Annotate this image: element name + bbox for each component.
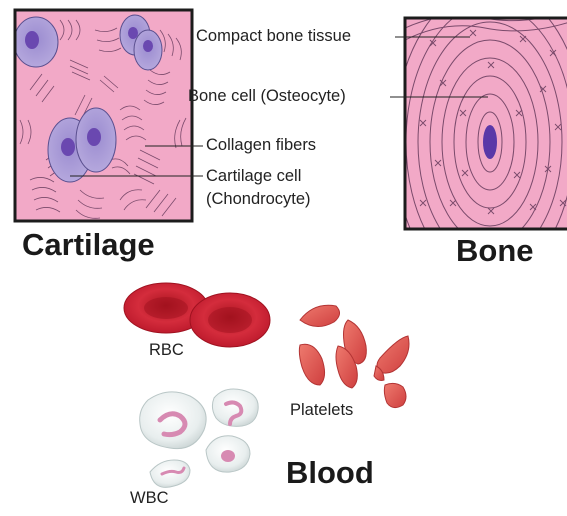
chondrocyte-label-line2: (Chondrocyte) <box>206 190 311 209</box>
platelet <box>299 344 324 385</box>
chondrocyte-nucleus <box>25 31 39 49</box>
platelet <box>377 336 409 373</box>
platelet <box>384 383 406 407</box>
cartilage-title: Cartilage <box>22 228 155 262</box>
blood-title: Blood <box>286 456 374 490</box>
chondrocyte-nucleus <box>87 128 101 146</box>
chondrocyte-label-line1: Cartilage cell <box>206 167 301 186</box>
cartilage-panel <box>14 10 192 221</box>
collagen-label: Collagen fibers <box>206 136 316 155</box>
osteocyte-label: Bone cell (Osteocyte) <box>188 87 346 106</box>
wbc-label: WBC <box>130 489 169 508</box>
chondrocyte-nucleus <box>143 40 153 52</box>
platelets-label: Platelets <box>290 401 353 420</box>
white-blood-cell <box>212 389 258 426</box>
chondrocyte-nucleus <box>128 27 138 39</box>
platelet <box>300 305 340 326</box>
white-blood-cell <box>150 460 190 487</box>
rbc-label: RBC <box>149 341 184 360</box>
wbc-group <box>140 389 259 487</box>
bone-title: Bone <box>456 234 534 268</box>
osteocyte-cell <box>483 125 497 159</box>
white-blood-cell <box>140 392 206 449</box>
platelet-group <box>299 305 409 407</box>
chondrocyte-nucleus <box>61 138 75 156</box>
compact-bone-label: Compact bone tissue <box>196 27 351 46</box>
rbc-group <box>124 283 270 347</box>
bone-matrix <box>405 18 567 229</box>
